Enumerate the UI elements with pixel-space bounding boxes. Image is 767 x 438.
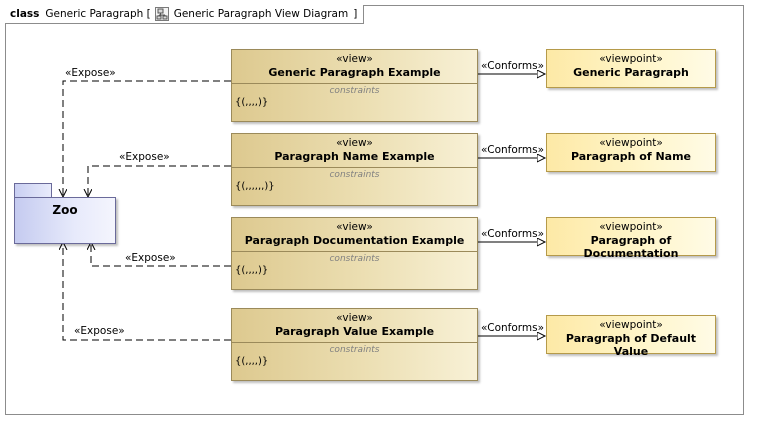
view-stereotype: «view»	[336, 137, 373, 149]
viewpoint-generic-paragraph[interactable]: «viewpoint» Generic Paragraph	[546, 49, 716, 88]
compartment-divider	[232, 167, 477, 168]
expose-label: «Expose»	[125, 252, 176, 264]
viewpoint-name: Paragraph of Documentation	[583, 234, 679, 260]
view-paragraph-documentation-example[interactable]: «view» Paragraph Documentation Example c…	[231, 217, 478, 290]
viewpoint-paragraph-of-name[interactable]: «viewpoint» Paragraph of Name	[546, 133, 716, 172]
package-tab	[14, 183, 52, 198]
conforms-label: «Conforms»	[481, 144, 545, 156]
view-name: Generic Paragraph Example	[268, 66, 441, 79]
expose-label: «Expose»	[119, 151, 170, 163]
compartment-divider	[232, 251, 477, 252]
diagram-frame	[5, 5, 744, 415]
constraints-title: constraints	[329, 170, 380, 180]
view-stereotype: «view»	[336, 53, 373, 65]
view-generic-paragraph-example[interactable]: «view» Generic Paragraph Example constra…	[231, 49, 478, 122]
view-stereotype: «view»	[336, 221, 373, 233]
conforms-label: «Conforms»	[481, 322, 545, 334]
viewpoint-name: Paragraph of Default Value	[565, 332, 697, 358]
view-paragraph-value-example[interactable]: «view» Paragraph Value Example constrain…	[231, 308, 478, 381]
view-name: Paragraph Value Example	[274, 325, 435, 338]
viewpoint-name: Paragraph of Name	[570, 150, 692, 163]
constraints-title: constraints	[329, 345, 380, 355]
view-name: Paragraph Documentation Example	[244, 234, 465, 247]
constraints-value: {(,,,,)}	[235, 265, 269, 276]
viewpoint-stereotype: «viewpoint»	[599, 53, 663, 65]
viewpoint-stereotype: «viewpoint»	[599, 137, 663, 149]
viewpoint-name: Generic Paragraph	[573, 66, 689, 79]
expose-label: «Expose»	[65, 67, 116, 79]
diagram-header: class Generic Paragraph [ Generic Paragr…	[5, 5, 365, 24]
view-stereotype: «view»	[336, 312, 373, 324]
view-name: Paragraph Name Example	[274, 150, 435, 163]
constraints-title: constraints	[329, 254, 380, 264]
diagram-kind: class	[10, 8, 40, 20]
viewpoint-paragraph-of-documentation[interactable]: «viewpoint» Paragraph of Documentation	[546, 217, 716, 260]
constraints-value: {(,,,,)}	[235, 97, 269, 108]
diagram-name: Generic Paragraph	[45, 8, 144, 20]
expose-connector[interactable]	[63, 242, 231, 341]
package-name: Zoo	[52, 203, 78, 217]
constraints-value: {(,,,,)}	[235, 356, 269, 367]
expose-connector[interactable]	[91, 242, 231, 267]
class-diagram-icon	[154, 7, 169, 21]
constraints-value: {(,,,,,,)}	[235, 181, 275, 192]
viewpoint-stereotype: «viewpoint»	[599, 319, 663, 331]
package-zoo[interactable]: Zoo	[14, 197, 116, 244]
expose-label: «Expose»	[74, 325, 125, 337]
expose-connector[interactable]	[88, 165, 231, 197]
diagram-view-name: Generic Paragraph View Diagram	[173, 8, 349, 20]
conforms-label: «Conforms»	[481, 228, 545, 240]
viewpoint-stereotype: «viewpoint»	[599, 221, 663, 233]
expose-connector[interactable]	[63, 80, 231, 197]
compartment-divider	[232, 83, 477, 84]
compartment-divider	[232, 342, 477, 343]
viewpoint-paragraph-of-default-value[interactable]: «viewpoint» Paragraph of Default Value	[546, 315, 716, 358]
conforms-label: «Conforms»	[481, 60, 545, 72]
constraints-title: constraints	[329, 86, 380, 96]
view-paragraph-name-example[interactable]: «view» Paragraph Name Example constraint…	[231, 133, 478, 206]
